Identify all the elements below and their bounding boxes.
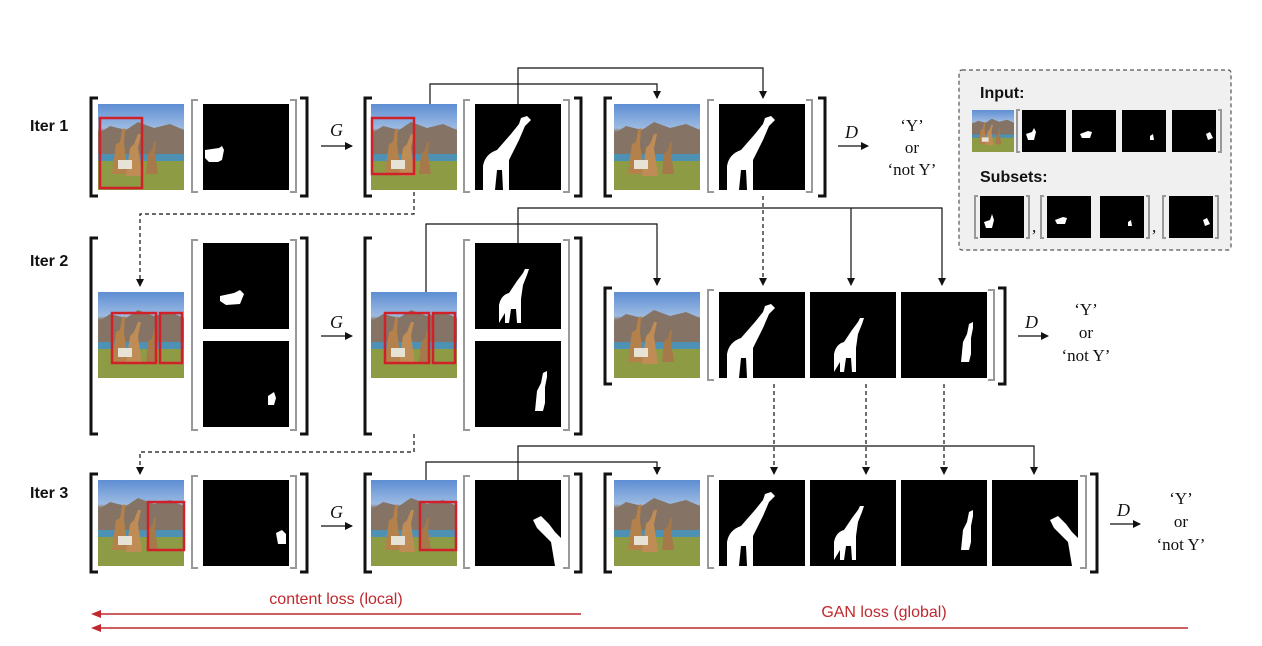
crop-box [418,500,458,552]
connector-arrow [517,445,1038,480]
generated-mask [475,480,561,566]
crop-box [110,311,158,365]
segmentation-mask [203,341,289,427]
segmentation-mask [203,104,289,190]
iter1-generated-group [363,96,583,198]
output-yes: ‘Y’ [900,116,924,135]
iter2-composite-group [603,286,1007,386]
iter1-input-group [89,96,309,198]
output-yes: ‘Y’ [1074,300,1098,319]
generator-label: G [330,312,343,332]
feedback-arrow [136,434,415,475]
segmentation-mask [203,480,289,566]
content-loss-label: content loss (local) [269,591,402,608]
svg-text:,: , [1032,217,1036,236]
output-no: ‘not Y’ [1157,535,1206,554]
output-no: ‘not Y’ [888,160,937,179]
scene-photo [614,480,700,566]
discriminator-label: D [1116,500,1130,520]
output-or: or [1174,512,1189,531]
crop-box [158,311,184,365]
discriminator-label: D [844,122,858,142]
composite-mask [992,480,1078,566]
inset-input-title: Input: [980,85,1024,102]
feedback-arrow [136,192,415,287]
iter3-composite-group [603,472,1099,574]
iter2-generated-group [363,236,583,436]
svg-text:,: , [1152,217,1156,236]
discriminator-label: D [1024,312,1038,332]
composite-mask [901,480,987,566]
input-subsets-inset: Input: Subsets: , , [958,69,1232,251]
crop-box [370,116,416,176]
scene-photo [98,480,184,566]
output-yes: ‘Y’ [1169,489,1193,508]
connector-arrow [429,83,661,104]
iter2-input-group [89,236,309,436]
crop-box [98,116,144,190]
iteration-label: Iter 1 [30,118,68,135]
iteration-label: Iter 2 [30,253,68,270]
scene-photo [371,480,457,566]
segmentation-mask [203,243,289,329]
connector-arrow [425,461,661,480]
connector-arrow [517,67,767,104]
generated-mask [475,341,561,427]
iter1-composite-group [603,96,827,198]
iteration-label: Iter 3 [30,485,68,502]
scene-photo [614,292,700,378]
generator-label: G [330,120,343,140]
crop-box [431,311,457,365]
inset-subsets-title: Subsets: [980,169,1048,186]
crop-box [383,311,431,365]
crop-box [146,500,186,552]
output-no: ‘not Y’ [1062,346,1111,365]
scene-photo [614,104,700,190]
generator-label: G [330,502,343,522]
gan-loss-label: GAN loss (global) [821,604,946,621]
composite-mask [901,292,987,378]
connector-arrow [425,223,661,292]
output-or: or [1079,323,1094,342]
output-or: or [905,138,920,157]
scene-photo [972,110,1014,152]
iter3-input-group [89,472,309,574]
connector-arrow [517,207,946,286]
iter3-generated-group [363,472,583,574]
